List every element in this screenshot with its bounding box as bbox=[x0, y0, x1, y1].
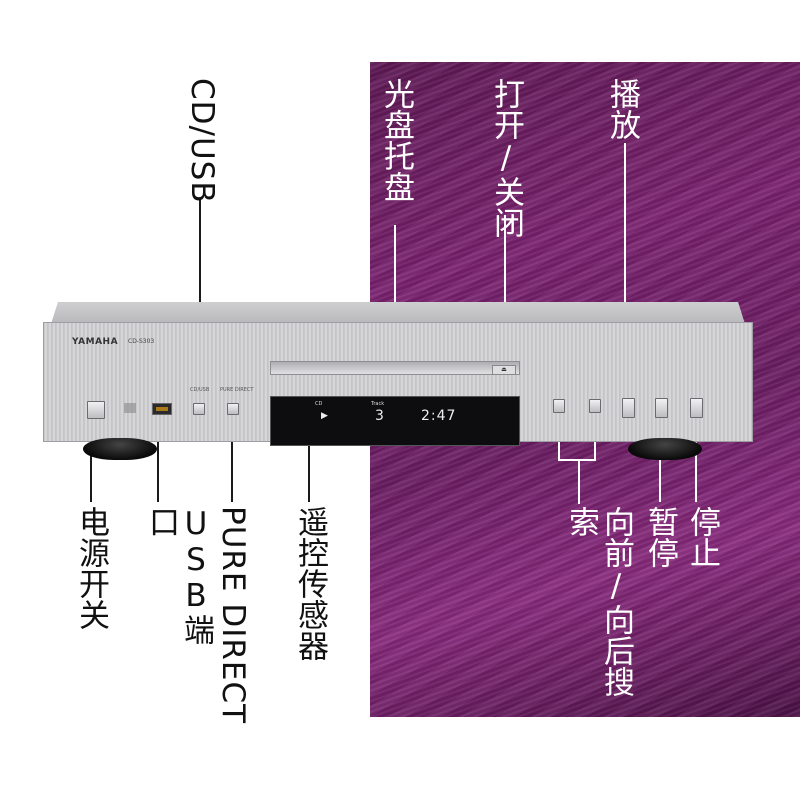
play-button[interactable] bbox=[622, 398, 635, 418]
leader-disc-tray bbox=[394, 225, 396, 365]
device-front-panel: YAMAHA CD-S303 ⏏ CD/USB PURE DIRECT CD T… bbox=[43, 322, 753, 446]
cd-player: YAMAHA CD-S303 ⏏ CD/USB PURE DIRECT CD T… bbox=[43, 302, 753, 446]
label-disc-tray: 光盘托盘 bbox=[378, 78, 414, 202]
leader-stop bbox=[695, 418, 697, 502]
leader-power bbox=[90, 418, 92, 502]
label-open-close: 打开/关闭 bbox=[488, 78, 524, 238]
label-pause: 暂停 bbox=[642, 506, 678, 568]
power-button[interactable] bbox=[87, 401, 105, 419]
brand-logo: YAMAHA bbox=[72, 337, 119, 347]
leader-skip-join bbox=[558, 459, 596, 461]
leader-open-close bbox=[504, 215, 506, 365]
label-power: 电源开关 bbox=[73, 506, 109, 630]
leader-remote-sensor bbox=[308, 420, 310, 502]
display-source: CD bbox=[315, 401, 323, 407]
disc-logo-icon bbox=[124, 403, 136, 413]
label-usb-port: USB端口 bbox=[143, 506, 214, 645]
device-foot-right bbox=[628, 438, 702, 460]
display-track-label: Track bbox=[371, 401, 385, 407]
leader-pause bbox=[659, 418, 661, 502]
stop-button[interactable] bbox=[690, 398, 703, 418]
pure-direct-button[interactable] bbox=[227, 403, 239, 415]
device-top-bezel bbox=[51, 302, 745, 324]
skip-forward-button[interactable] bbox=[589, 399, 601, 413]
panel-label-pure-direct: PURE DIRECT bbox=[220, 387, 254, 393]
display-play-icon: ▶ bbox=[321, 411, 328, 421]
skip-back-button[interactable] bbox=[553, 399, 565, 413]
leader-skip-down bbox=[578, 459, 580, 504]
label-stop: 停止 bbox=[684, 506, 720, 568]
label-play: 播放 bbox=[604, 78, 640, 140]
label-cd-usb: CD/USB bbox=[184, 78, 220, 204]
label-remote-sensor: 遥控传感器 bbox=[292, 506, 328, 661]
leader-pure-direct bbox=[231, 416, 233, 502]
usb-port[interactable] bbox=[152, 403, 172, 415]
eject-button[interactable]: ⏏ bbox=[492, 365, 516, 375]
display-track-number: 3 bbox=[375, 408, 384, 424]
display-time: 2:47 bbox=[421, 408, 457, 424]
model-name: CD-S303 bbox=[128, 338, 155, 345]
label-pure-direct: PURE DIRECT bbox=[215, 506, 251, 725]
leader-usb-port bbox=[157, 418, 159, 502]
label-skip-search: 向前/向后搜索 bbox=[563, 506, 634, 697]
panel-label-cd-usb: CD/USB bbox=[190, 387, 210, 393]
disc-tray[interactable] bbox=[270, 361, 520, 375]
cd-usb-button[interactable] bbox=[193, 403, 205, 415]
pause-button[interactable] bbox=[655, 398, 668, 418]
device-foot-left bbox=[83, 438, 157, 460]
front-display: CD Track ▶ 3 2:47 bbox=[270, 396, 520, 446]
leader-play bbox=[624, 143, 626, 391]
